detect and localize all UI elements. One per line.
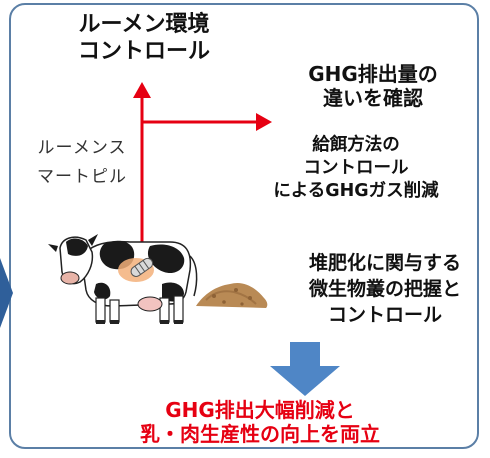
compost-control-line-1: 堆肥化に関与する: [308, 252, 461, 274]
down-arrow-icon: [270, 342, 340, 396]
diagram-panel: [9, 3, 479, 449]
feeding-control-line-1: 給餌方法の: [312, 135, 400, 155]
chevron-right-icon: [0, 258, 13, 328]
compost-control-line-3: コントロール: [327, 304, 442, 327]
cow-illustration: [48, 234, 198, 324]
rumen-control-label: ルーメン環境 コントロール: [44, 12, 244, 66]
result-line-2: 乳・肉生産性の向上を両立: [140, 422, 380, 447]
rumen-smart-pill-icon: [130, 257, 154, 277]
ghg-difference-line-2: 違いを確認: [323, 86, 423, 111]
compost-control-label: 堆肥化に関与する 微生物叢の把握と コントロール: [280, 250, 490, 329]
rumen-smart-pill-line-1: ルーメンス: [37, 138, 127, 158]
feeding-control-line-2: コントロール: [303, 158, 409, 179]
feeding-control-line-3: によるGHGガス削減: [273, 181, 439, 202]
compost-pile-icon: [196, 282, 268, 308]
red-right-arrowhead: [256, 113, 272, 131]
ghg-difference-label: GHG排出量の 違いを確認: [268, 62, 478, 111]
result-line-1: GHG排出大幅削減と: [165, 398, 355, 422]
compost-control-line-2: 微生物叢の把握と: [308, 278, 461, 301]
feeding-control-label: 給餌方法の コントロール によるGHGガス削減: [236, 134, 476, 203]
ghg-difference-line-1: GHG排出量の: [308, 62, 438, 86]
rumen-control-line-2: コントロール: [77, 38, 210, 64]
rumen-smart-pill-line-2: マートピル: [37, 166, 127, 187]
result-label: GHG排出大幅削減と 乳・肉生産性の向上を両立: [50, 398, 470, 447]
rumen-control-line-1: ルーメン環境: [78, 12, 210, 37]
rumen-smart-pill-label: ルーメンス マートピル: [22, 134, 142, 191]
red-up-arrowhead: [133, 82, 151, 98]
